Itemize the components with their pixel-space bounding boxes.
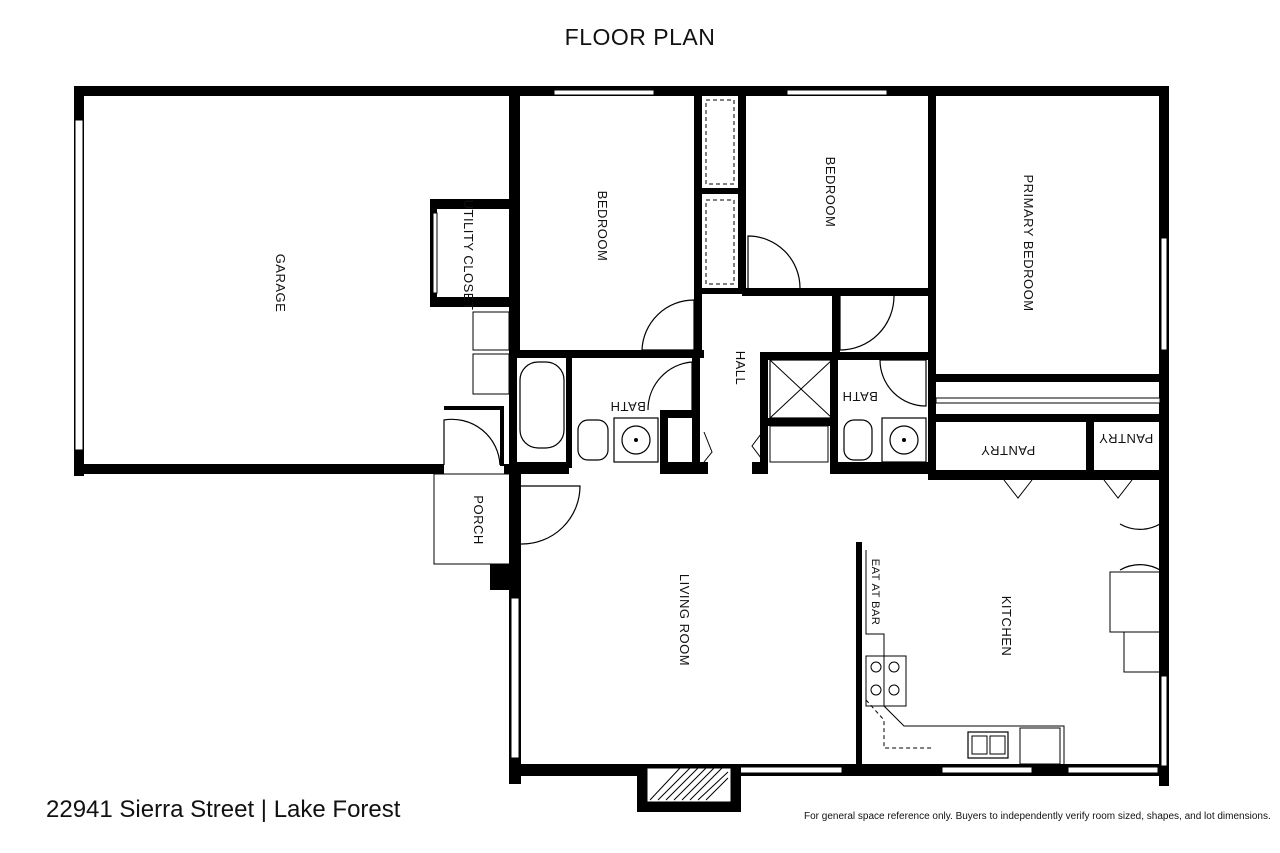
disclaimer-note: For general space reference only. Buyers… (804, 811, 1271, 822)
room-label-bath-2: BATH (842, 389, 878, 404)
room-label-eat-at-bar: EAT AT BAR (869, 559, 881, 626)
room-label-bedroom-1: BEDROOM (595, 191, 610, 262)
house-exterior-walls (509, 86, 1169, 812)
bedroom-walls (509, 86, 1168, 422)
room-label-garage: GARAGE (273, 254, 288, 313)
property-address: 22941 Sierra Street | Lake Forest (46, 796, 401, 823)
room-label-kitchen: KITCHEN (999, 596, 1014, 657)
room-label-primary-bedroom: PRIMARY BEDROOM (1021, 174, 1036, 311)
porch-walls (433, 473, 581, 590)
kitchen-fixtures (856, 542, 1161, 768)
room-label-bath-1: BATH (610, 399, 646, 414)
hall-bath-walls (509, 350, 936, 476)
room-label-pantry-2: PANTRY (1099, 431, 1154, 446)
room-label-porch: PORCH (471, 495, 486, 544)
room-label-bedroom-2: BEDROOM (823, 157, 838, 228)
garage-walls (74, 86, 520, 476)
room-label-hall: HALL (733, 351, 748, 386)
room-label-living-room: LIVING ROOM (677, 574, 692, 666)
room-label-utility-closet: UTILITY CLOSET (461, 200, 476, 311)
plan-title: FLOOR PLAN (564, 24, 716, 50)
room-label-pantry-1: PANTRY (981, 443, 1036, 458)
pantry-walls (928, 422, 1168, 572)
